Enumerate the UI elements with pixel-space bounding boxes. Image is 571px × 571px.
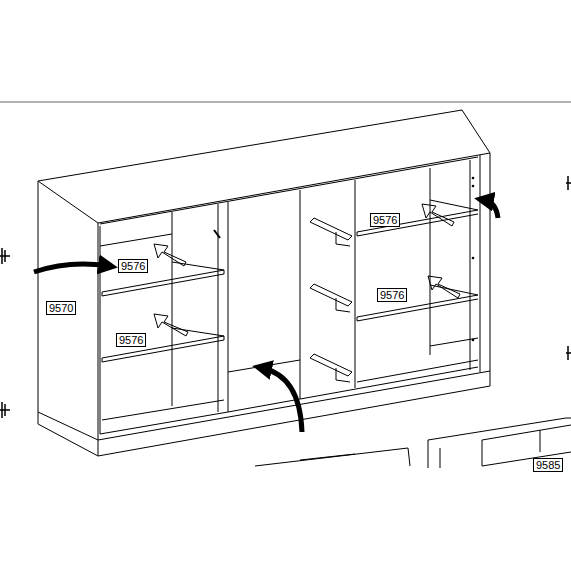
callout-number: 9576 xyxy=(116,333,146,347)
callout-number: 9576 xyxy=(377,288,407,302)
callout-number: 9585 xyxy=(533,458,563,472)
callout-number: 9576 xyxy=(370,213,400,227)
callout-number: 9570 xyxy=(46,301,76,315)
callout-number: 9576 xyxy=(118,259,148,273)
